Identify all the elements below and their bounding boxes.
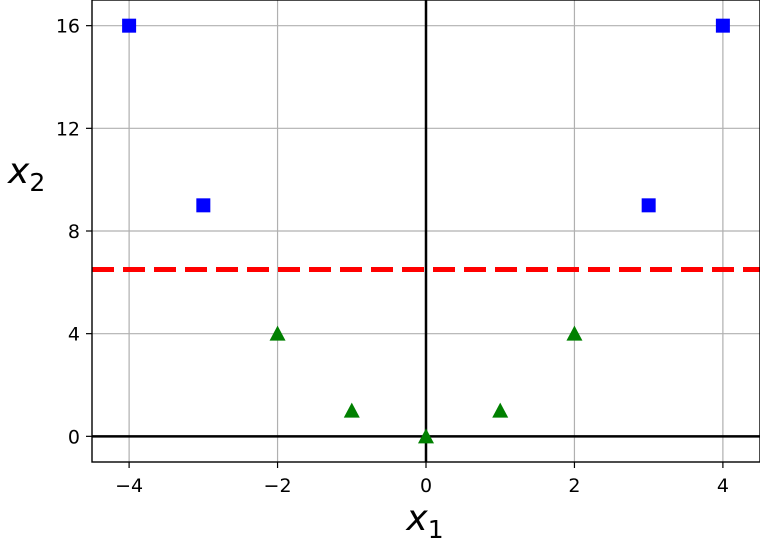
y-tick-label: 8 (68, 221, 80, 243)
data-point-triangle (269, 325, 286, 341)
axis-ticks: −4 −2 0 2 4 0 4 8 12 16 (56, 16, 729, 497)
x-axis-title-main: x (405, 498, 428, 538)
x-tick-label: −2 (264, 475, 292, 497)
x-axis-title: x1 (405, 498, 443, 538)
data-point-square (715, 18, 730, 33)
x-tick-label: −4 (115, 475, 143, 497)
x-tick-label: 2 (568, 475, 580, 497)
y-axis-title-subscript: 2 (29, 168, 45, 197)
x-axis-title-subscript: 1 (428, 515, 444, 538)
y-tick-label: 12 (56, 118, 80, 140)
data-point-triangle (566, 325, 583, 341)
data-point-square (196, 198, 211, 213)
data-point-triangle (418, 428, 434, 444)
y-axis-title: x2 (7, 151, 45, 197)
data-point-square (641, 198, 656, 213)
y-tick-label: 4 (68, 324, 80, 346)
y-tick-label: 0 (68, 426, 80, 448)
data-points (122, 18, 730, 444)
data-point-triangle (343, 402, 360, 418)
x-tick-label: 0 (420, 475, 432, 497)
data-point-triangle (492, 402, 509, 418)
x-tick-label: 4 (717, 475, 729, 497)
data-point-square (122, 18, 137, 33)
y-axis-title-main: x (7, 151, 30, 192)
y-tick-label: 16 (56, 16, 80, 38)
